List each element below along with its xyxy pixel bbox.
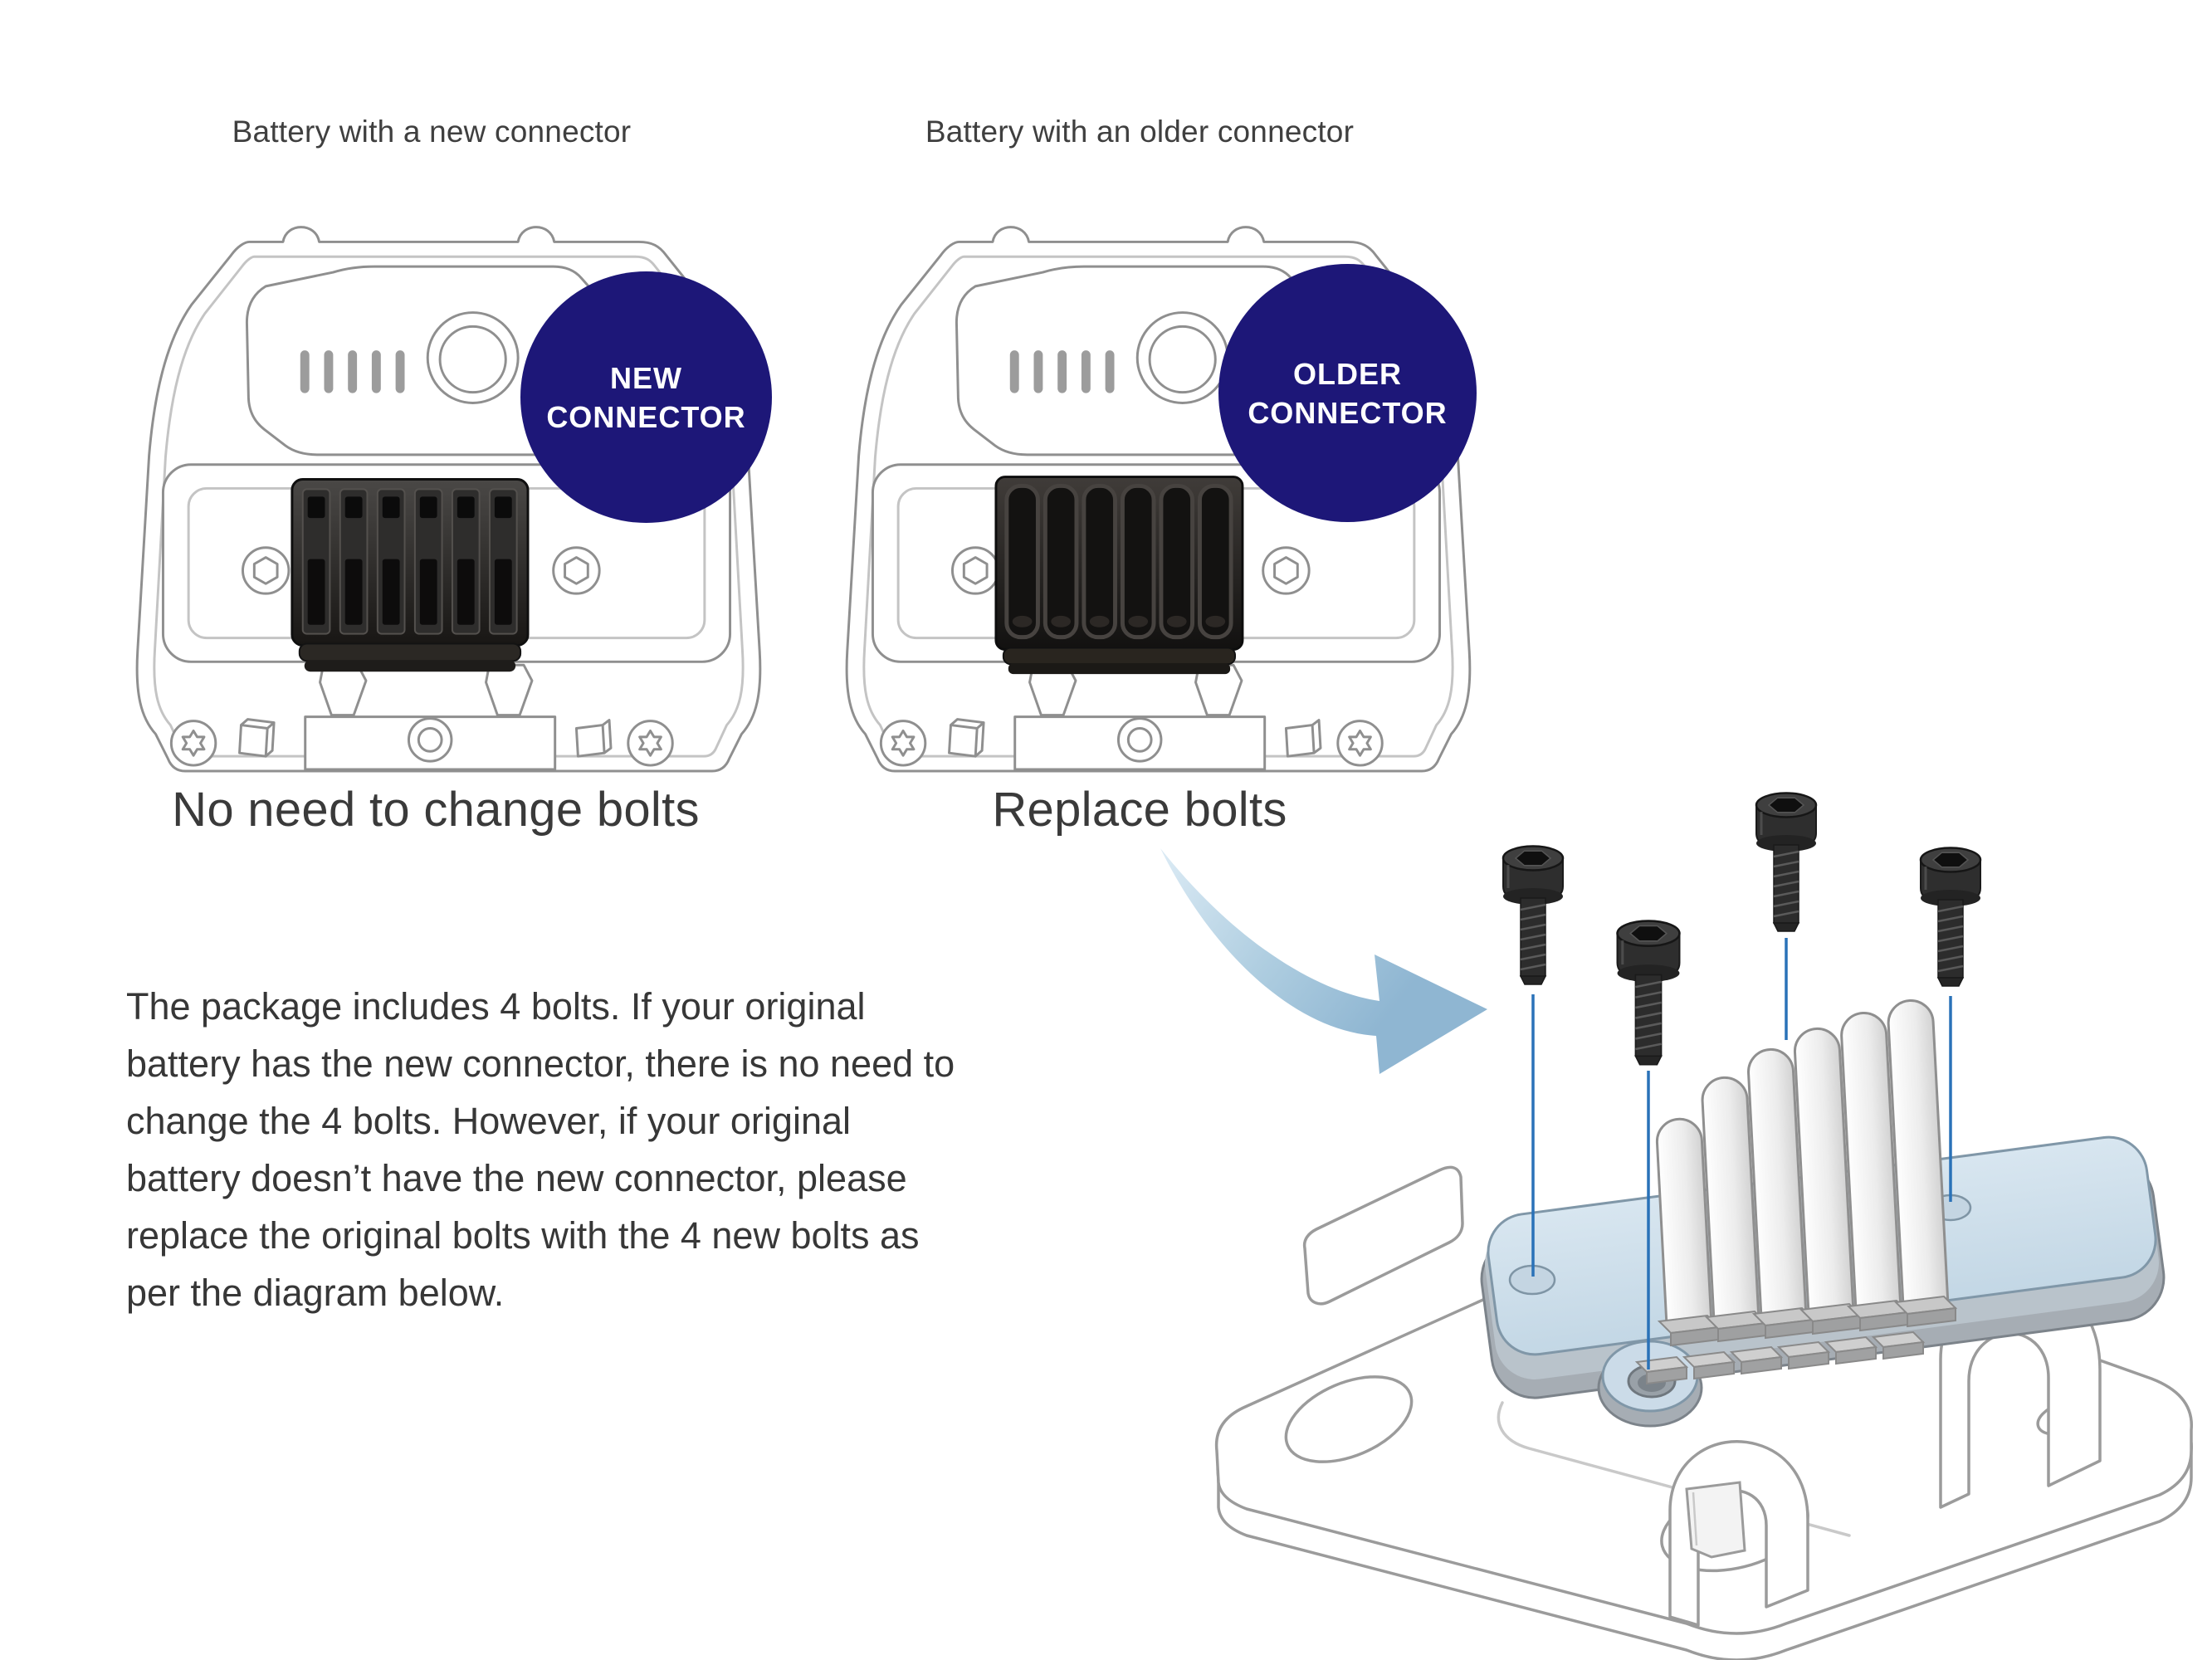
- battery-old-illustration: [845, 226, 1472, 773]
- connector-blades: [1655, 999, 1950, 1327]
- hex-screw-right: [1262, 546, 1311, 595]
- plate-left-tab: [1302, 1165, 1464, 1306]
- torx-screw-right: [1336, 720, 1384, 767]
- hex-screw-right: [552, 546, 601, 595]
- battery-led-bars: [300, 350, 405, 393]
- right-battery-title: Battery with an older connector: [925, 115, 1355, 149]
- instructions-line: per the diagram below.: [126, 1272, 505, 1314]
- replace-arrow-icon: [1160, 848, 1487, 1074]
- new-connector-block: [291, 478, 530, 672]
- clip-right: [1194, 663, 1243, 717]
- older-connector-block: [994, 476, 1244, 675]
- cube-clip-left: [238, 718, 276, 758]
- hex-screw-left: [241, 546, 291, 595]
- left-battery-caption: No need to change bolts: [172, 783, 700, 837]
- bolt-1: [1502, 845, 1565, 986]
- badge-line2: CONNECTOR: [1248, 395, 1448, 430]
- bolt-4: [1919, 847, 1982, 988]
- right-battery-caption: Replace bolts: [992, 783, 1287, 837]
- new-connector-badge: NEW CONNECTOR: [520, 271, 772, 523]
- cube-clip-right: [574, 719, 613, 758]
- older-connector-badge: OLDER CONNECTOR: [1218, 264, 1477, 522]
- plate-hole-top-left: [1284, 1375, 1414, 1463]
- bolt-replacement-diagram: [1160, 792, 2193, 1660]
- badge-line1: NEW: [610, 360, 682, 395]
- torx-screw-left: [169, 720, 217, 767]
- blade-base-pads: [1657, 1295, 1958, 1347]
- clip-right: [485, 663, 534, 717]
- instructions-line: replace the original bolts with the 4 ne…: [126, 1214, 920, 1257]
- badge-line1: OLDER: [1293, 356, 1402, 391]
- instructions-text: The package includes 4 bolts. If your or…: [126, 978, 1106, 1321]
- cube-clip-left: [948, 718, 985, 758]
- torx-screw-left: [879, 720, 927, 767]
- hex-screw-left: [950, 546, 1000, 595]
- cube-clip-right: [1284, 719, 1322, 758]
- left-battery-title: Battery with a new connector: [232, 115, 632, 149]
- bolt-3: [1755, 792, 1818, 933]
- battery-led-bars: [1009, 350, 1115, 393]
- bolt-2: [1616, 920, 1681, 1067]
- front-contact-pads: [1634, 1330, 1926, 1385]
- instructions-line: change the 4 bolts. However, if your ori…: [126, 1100, 851, 1142]
- connector-module: [1480, 999, 2166, 1559]
- bolt-leader-lines: [1531, 938, 1952, 1370]
- instructions-line: battery doesn’t have the new connector, …: [126, 1157, 907, 1199]
- instructions-line: battery has the new connector, there is …: [126, 1042, 955, 1085]
- badge-line2: CONNECTOR: [546, 399, 746, 434]
- module-bottom-tab: [1685, 1481, 1746, 1559]
- instructions-line: The package includes 4 bolts. If your or…: [126, 985, 866, 1028]
- torx-screw-right: [627, 720, 674, 767]
